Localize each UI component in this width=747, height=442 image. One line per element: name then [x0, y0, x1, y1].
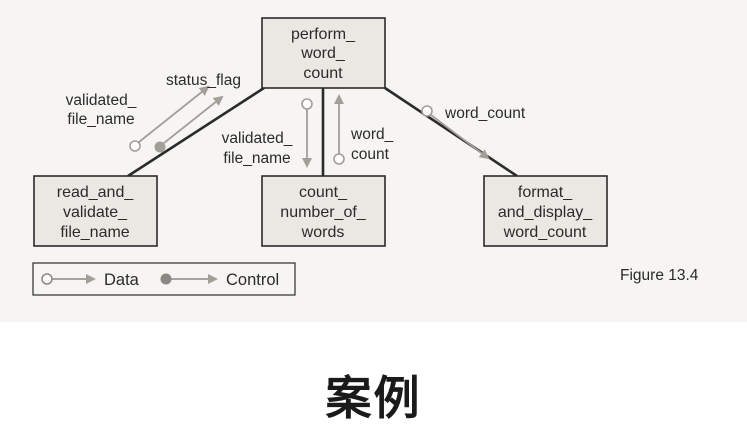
module-perform-word-count: perform_ word_ count [261, 17, 386, 89]
data-couple-icon [301, 98, 313, 110]
control-legend-icon [160, 273, 172, 285]
flow-label: word_ [350, 126, 394, 143]
control-flag-icon [154, 141, 166, 153]
data-couple-validated-file-name-up [129, 85, 210, 152]
data-couple-icon [129, 140, 141, 152]
structure-chart: perform_ word_ count read_and_ validate_… [32, 17, 699, 296]
data-couple-icon [421, 105, 433, 117]
module-text: format_ [518, 184, 573, 201]
module-read-and-validate-file-name: read_and_ validate_ file_name [33, 175, 158, 247]
caption-title: 案例 [325, 371, 422, 425]
connector-top-left [127, 86, 265, 178]
flow-label: status_flag [166, 72, 241, 89]
module-text: words [301, 224, 345, 241]
module-text: word_count [503, 224, 587, 241]
connector-top-right [384, 86, 518, 178]
module-text: file_name [60, 224, 129, 241]
flow-label: word_count [444, 105, 526, 122]
data-couple-validated-file-name-down [301, 98, 313, 168]
data-couple-word-count-right [421, 105, 490, 160]
data-legend-icon [41, 273, 53, 285]
module-text: count_ [299, 184, 348, 201]
flow-label: validated_ [66, 92, 137, 109]
data-couple-icon [333, 153, 345, 165]
flow-label: validated_ [222, 130, 293, 147]
module-text: read_and_ [57, 184, 135, 201]
figure-label: Figure 13.4 [620, 267, 699, 284]
legend: Data Control [32, 262, 296, 296]
flow-label: count [351, 146, 390, 163]
legend-data-label: Data [104, 271, 140, 289]
module-text: perform_ [291, 26, 356, 43]
control-flag-status-flag [154, 95, 224, 153]
module-count-number-of-words: count_ number_of_ words [261, 175, 386, 247]
module-text: word_ [300, 45, 346, 62]
flow-label: file_name [223, 150, 290, 167]
flow-label: file_name [67, 111, 134, 128]
legend-control-label: Control [226, 271, 279, 289]
data-couple-word-count-up [333, 94, 345, 165]
module-text: and_display_ [498, 204, 593, 221]
module-text: count [303, 65, 343, 82]
module-text: validate_ [63, 204, 128, 221]
module-format-and-display-word-count: format_ and_display_ word_count [483, 175, 608, 247]
module-text: number_of_ [280, 204, 366, 221]
